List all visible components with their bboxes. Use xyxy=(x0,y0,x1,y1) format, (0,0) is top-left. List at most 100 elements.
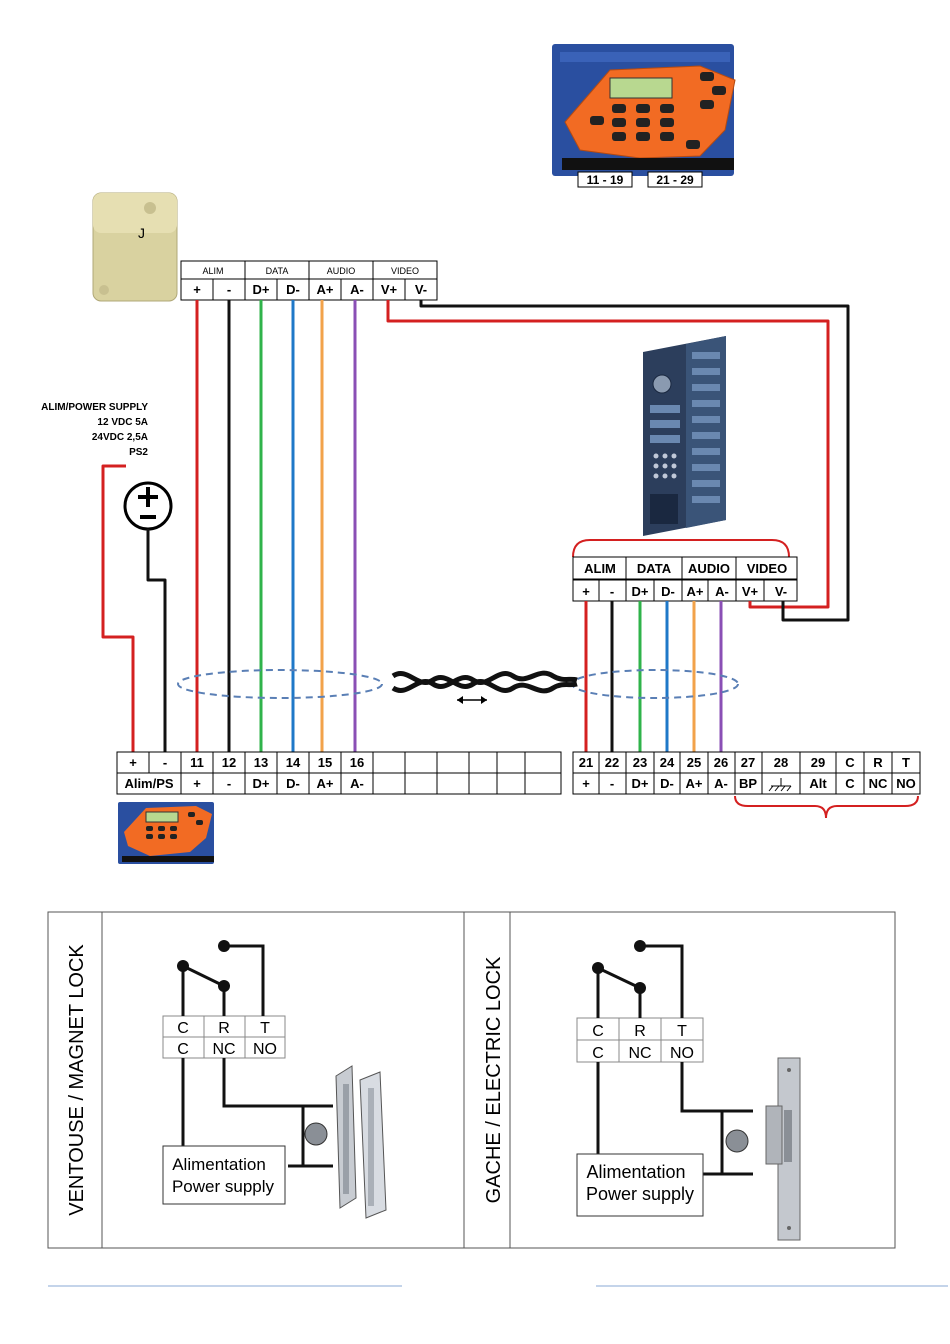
reader-terminal-block: ALIM DATA AUDIO VIDEO + - D+ D- A+ A- V+… xyxy=(180,260,438,301)
panel-pin-aplus: A+ xyxy=(687,584,704,599)
ctrl-right-bottom-dminus: D- xyxy=(660,776,674,791)
twisted-pair-cable-icon xyxy=(391,670,578,694)
electric-lock-title: GACHE / ELECTRIC LOCK xyxy=(483,956,505,1203)
reader-pin-vminus: V- xyxy=(415,282,427,297)
electric-lock-schematic: C R T C NC NO Alimentation Power supply xyxy=(576,940,801,1241)
ctrl-right-top-24: 24 xyxy=(660,755,675,770)
svg-text:J: J xyxy=(138,225,145,241)
ctrl-right-bottom-dplus: D+ xyxy=(632,776,649,791)
ctrl-right-bottom-minus: - xyxy=(610,776,614,791)
wire-video-minus xyxy=(419,300,850,622)
wire-ps-minus xyxy=(146,529,167,752)
panel-pin-aminus: A- xyxy=(715,584,729,599)
controller-terminal-block-right: 21 22 23 24 25 26 27 28 29 C R T + - D+ … xyxy=(572,751,921,795)
panel-group-data: DATA xyxy=(637,561,672,576)
electric-terminal-nc: NC xyxy=(628,1045,651,1062)
reader-pin-aplus: A+ xyxy=(317,282,334,297)
ctrl-right-top-29: 29 xyxy=(811,755,825,770)
diode-icon xyxy=(725,1129,749,1153)
magnet-terminal-r: R xyxy=(218,1020,230,1037)
ctrl-right-top-c: C xyxy=(845,755,855,770)
ctrl-left-alim-ps: Alim/PS xyxy=(124,776,173,791)
relay-bracket xyxy=(734,795,919,819)
double-arrow-icon xyxy=(457,696,487,704)
ctrl-right-top-22: 22 xyxy=(605,755,619,770)
wire-ps-plus xyxy=(101,464,135,752)
ctrl-left-bottom-0: + xyxy=(193,776,201,791)
electric-supply-line2: Power supply xyxy=(586,1184,694,1204)
controller-connector-labels: 11 - 19 21 - 29 xyxy=(577,171,703,188)
reader-pin-dminus: D- xyxy=(286,282,300,297)
ctrl-left-top-1: - xyxy=(163,755,167,770)
ctrl-left-bottom-2: D+ xyxy=(253,776,270,791)
panel-pin-dplus: D+ xyxy=(632,584,649,599)
ctrl-left-top-4: 13 xyxy=(254,755,268,770)
panel-group-alim: ALIM xyxy=(584,561,616,576)
controller-device-image xyxy=(552,44,736,176)
cable-group-right xyxy=(571,669,739,699)
ctrl-left-top-0: + xyxy=(129,755,137,770)
magnet-terminal-c: C xyxy=(177,1020,189,1037)
reader-group-data: DATA xyxy=(266,266,289,276)
power-supply-label: ALIM/POWER SUPPLY 12 VDC 5A 24VDC 2,5A P… xyxy=(41,402,148,458)
magnet-supply-line1: Alimentation xyxy=(172,1155,266,1174)
reader-group-audio: AUDIO xyxy=(327,266,356,276)
controller-small-image xyxy=(118,802,214,864)
controller-terminal-block-left: + - 11 12 13 14 15 16 Alim/PS + - D+ D- … xyxy=(116,751,562,795)
wires xyxy=(101,300,850,752)
ctrl-right-top-r: R xyxy=(873,755,883,770)
ctrl-left-bottom-1: - xyxy=(227,776,231,791)
ctrl-left-top-6: 15 xyxy=(318,755,332,770)
electric-terminal-no: NO xyxy=(670,1045,694,1062)
cable-group-left xyxy=(177,669,383,699)
electric-terminal-c-bottom: C xyxy=(592,1045,604,1062)
panel-pin-dminus: D- xyxy=(661,584,675,599)
electric-terminal-c: C xyxy=(592,1023,604,1040)
power-supply-24v: 24VDC 2,5A xyxy=(92,432,148,443)
panel-terminal-block: ALIM DATA AUDIO VIDEO + - D+ D- A+ A- V+… xyxy=(572,556,798,602)
ctrl-right-bottom-nc: NC xyxy=(869,776,888,791)
magnet-lock-schematic: C R T C NC NO Alimentation Power supply xyxy=(162,940,387,1219)
ctrl-right-bottom-plus: + xyxy=(582,776,590,791)
ctrl-right-bottom-bp: BP xyxy=(739,776,757,791)
ctrl-left-top-3: 12 xyxy=(222,755,236,770)
electric-terminal-t: T xyxy=(677,1023,687,1040)
power-supply-12v: 12 VDC 5A xyxy=(97,417,148,428)
ctrl-right-bottom-aplus: A+ xyxy=(686,776,703,791)
magnet-lock-title: VENTOUSE / MAGNET LOCK xyxy=(66,944,88,1216)
reader-pin-minus: - xyxy=(227,282,231,297)
door-panel-device-image xyxy=(643,336,726,536)
ctrl-right-top-27: 27 xyxy=(741,755,755,770)
power-supply-title: ALIM/POWER SUPPLY xyxy=(41,402,148,413)
panel-pin-vminus: V- xyxy=(775,584,787,599)
reader-group-alim: ALIM xyxy=(202,266,223,276)
panel-group-audio: AUDIO xyxy=(688,561,730,576)
ground-icon xyxy=(768,778,792,792)
ctrl-left-top-7: 16 xyxy=(350,755,364,770)
magnet-supply-line2: Power supply xyxy=(172,1177,275,1196)
ctrl-right-top-25: 25 xyxy=(687,755,701,770)
connector-label-11-19: 11 - 19 xyxy=(587,173,624,187)
ctrl-right-top-28: 28 xyxy=(774,755,788,770)
ctrl-left-top-2: 11 xyxy=(190,755,204,770)
diode-icon xyxy=(304,1122,328,1146)
power-supply-symbol-icon xyxy=(123,481,173,531)
wire-video-plus xyxy=(386,300,830,609)
power-supply-ps2: PS2 xyxy=(129,447,148,458)
reader-pin-vplus: V+ xyxy=(381,282,398,297)
panel-pin-minus: - xyxy=(610,584,614,599)
ctrl-left-top-5: 14 xyxy=(286,755,301,770)
magnet-terminal-nc: NC xyxy=(212,1041,235,1058)
ctrl-right-top-t: T xyxy=(902,755,910,770)
ctrl-left-bottom-3: D- xyxy=(286,776,300,791)
panel-pin-plus: + xyxy=(582,584,590,599)
ctrl-left-bottom-5: A- xyxy=(350,776,364,791)
ctrl-right-bottom-no: NO xyxy=(896,776,916,791)
ctrl-right-top-23: 23 xyxy=(633,755,647,770)
panel-group-video: VIDEO xyxy=(747,561,787,576)
ctrl-right-top-21: 21 xyxy=(579,755,593,770)
ctrl-right-top-26: 26 xyxy=(714,755,728,770)
magnet-lock-image xyxy=(335,1065,387,1219)
magnet-terminal-c-bottom: C xyxy=(177,1041,189,1058)
